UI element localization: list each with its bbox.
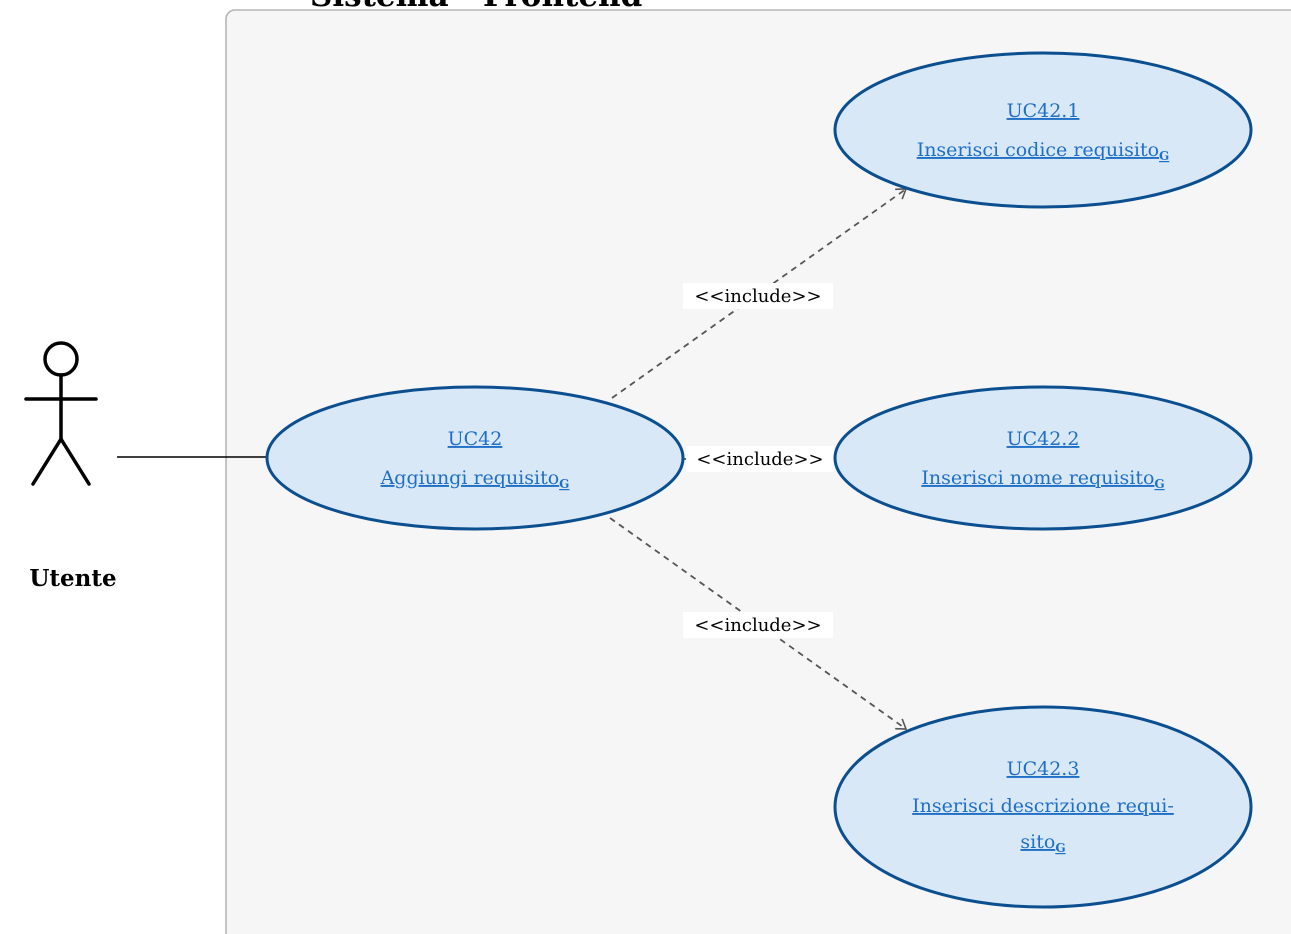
system-title: Sistema - Frontend xyxy=(310,0,642,14)
uc42-3-name-line2-link[interactable]: sitoG xyxy=(1020,831,1065,855)
svg-text:<<include>>: <<include>> xyxy=(694,615,821,636)
uc42-id-link[interactable]: UC42 xyxy=(448,428,503,450)
uc42-2-id-link[interactable]: UC42.2 xyxy=(1007,428,1080,450)
actor-stick-figure-icon xyxy=(24,341,98,486)
svg-text:<<include>>: <<include>> xyxy=(696,449,823,470)
include-label-2: <<include>> xyxy=(686,446,834,472)
uc42-name-link[interactable]: Aggiungi requisitoG xyxy=(380,467,570,491)
include-label-1: <<include>> xyxy=(683,283,833,309)
actor-label: Utente xyxy=(29,565,116,592)
use-case-uc42[interactable]: UC42 Aggiungi requisitoG xyxy=(265,385,685,531)
uc42-3-name-line1-link[interactable]: Inserisci descrizione requi- xyxy=(912,795,1174,817)
system-boundary xyxy=(225,9,1291,934)
uc42-2-name-link[interactable]: Inserisci nome requisitoG xyxy=(921,467,1164,491)
use-case-uc42-1[interactable]: UC42.1 Inserisci codice requisitoG xyxy=(833,51,1253,209)
svg-text:<<include>>: <<include>> xyxy=(694,286,821,307)
uc42-3-id-link[interactable]: UC42.3 xyxy=(1007,758,1080,780)
include-label-3: <<include>> xyxy=(683,612,833,638)
uc42-1-id-link[interactable]: UC42.1 xyxy=(1007,100,1080,122)
use-case-uc42-2[interactable]: UC42.2 Inserisci nome requisitoG xyxy=(833,385,1253,531)
uc42-1-name-link[interactable]: Inserisci codice requisitoG xyxy=(917,139,1170,163)
use-case-uc42-3[interactable]: UC42.3 Inserisci descrizione requi- sito… xyxy=(833,705,1253,909)
